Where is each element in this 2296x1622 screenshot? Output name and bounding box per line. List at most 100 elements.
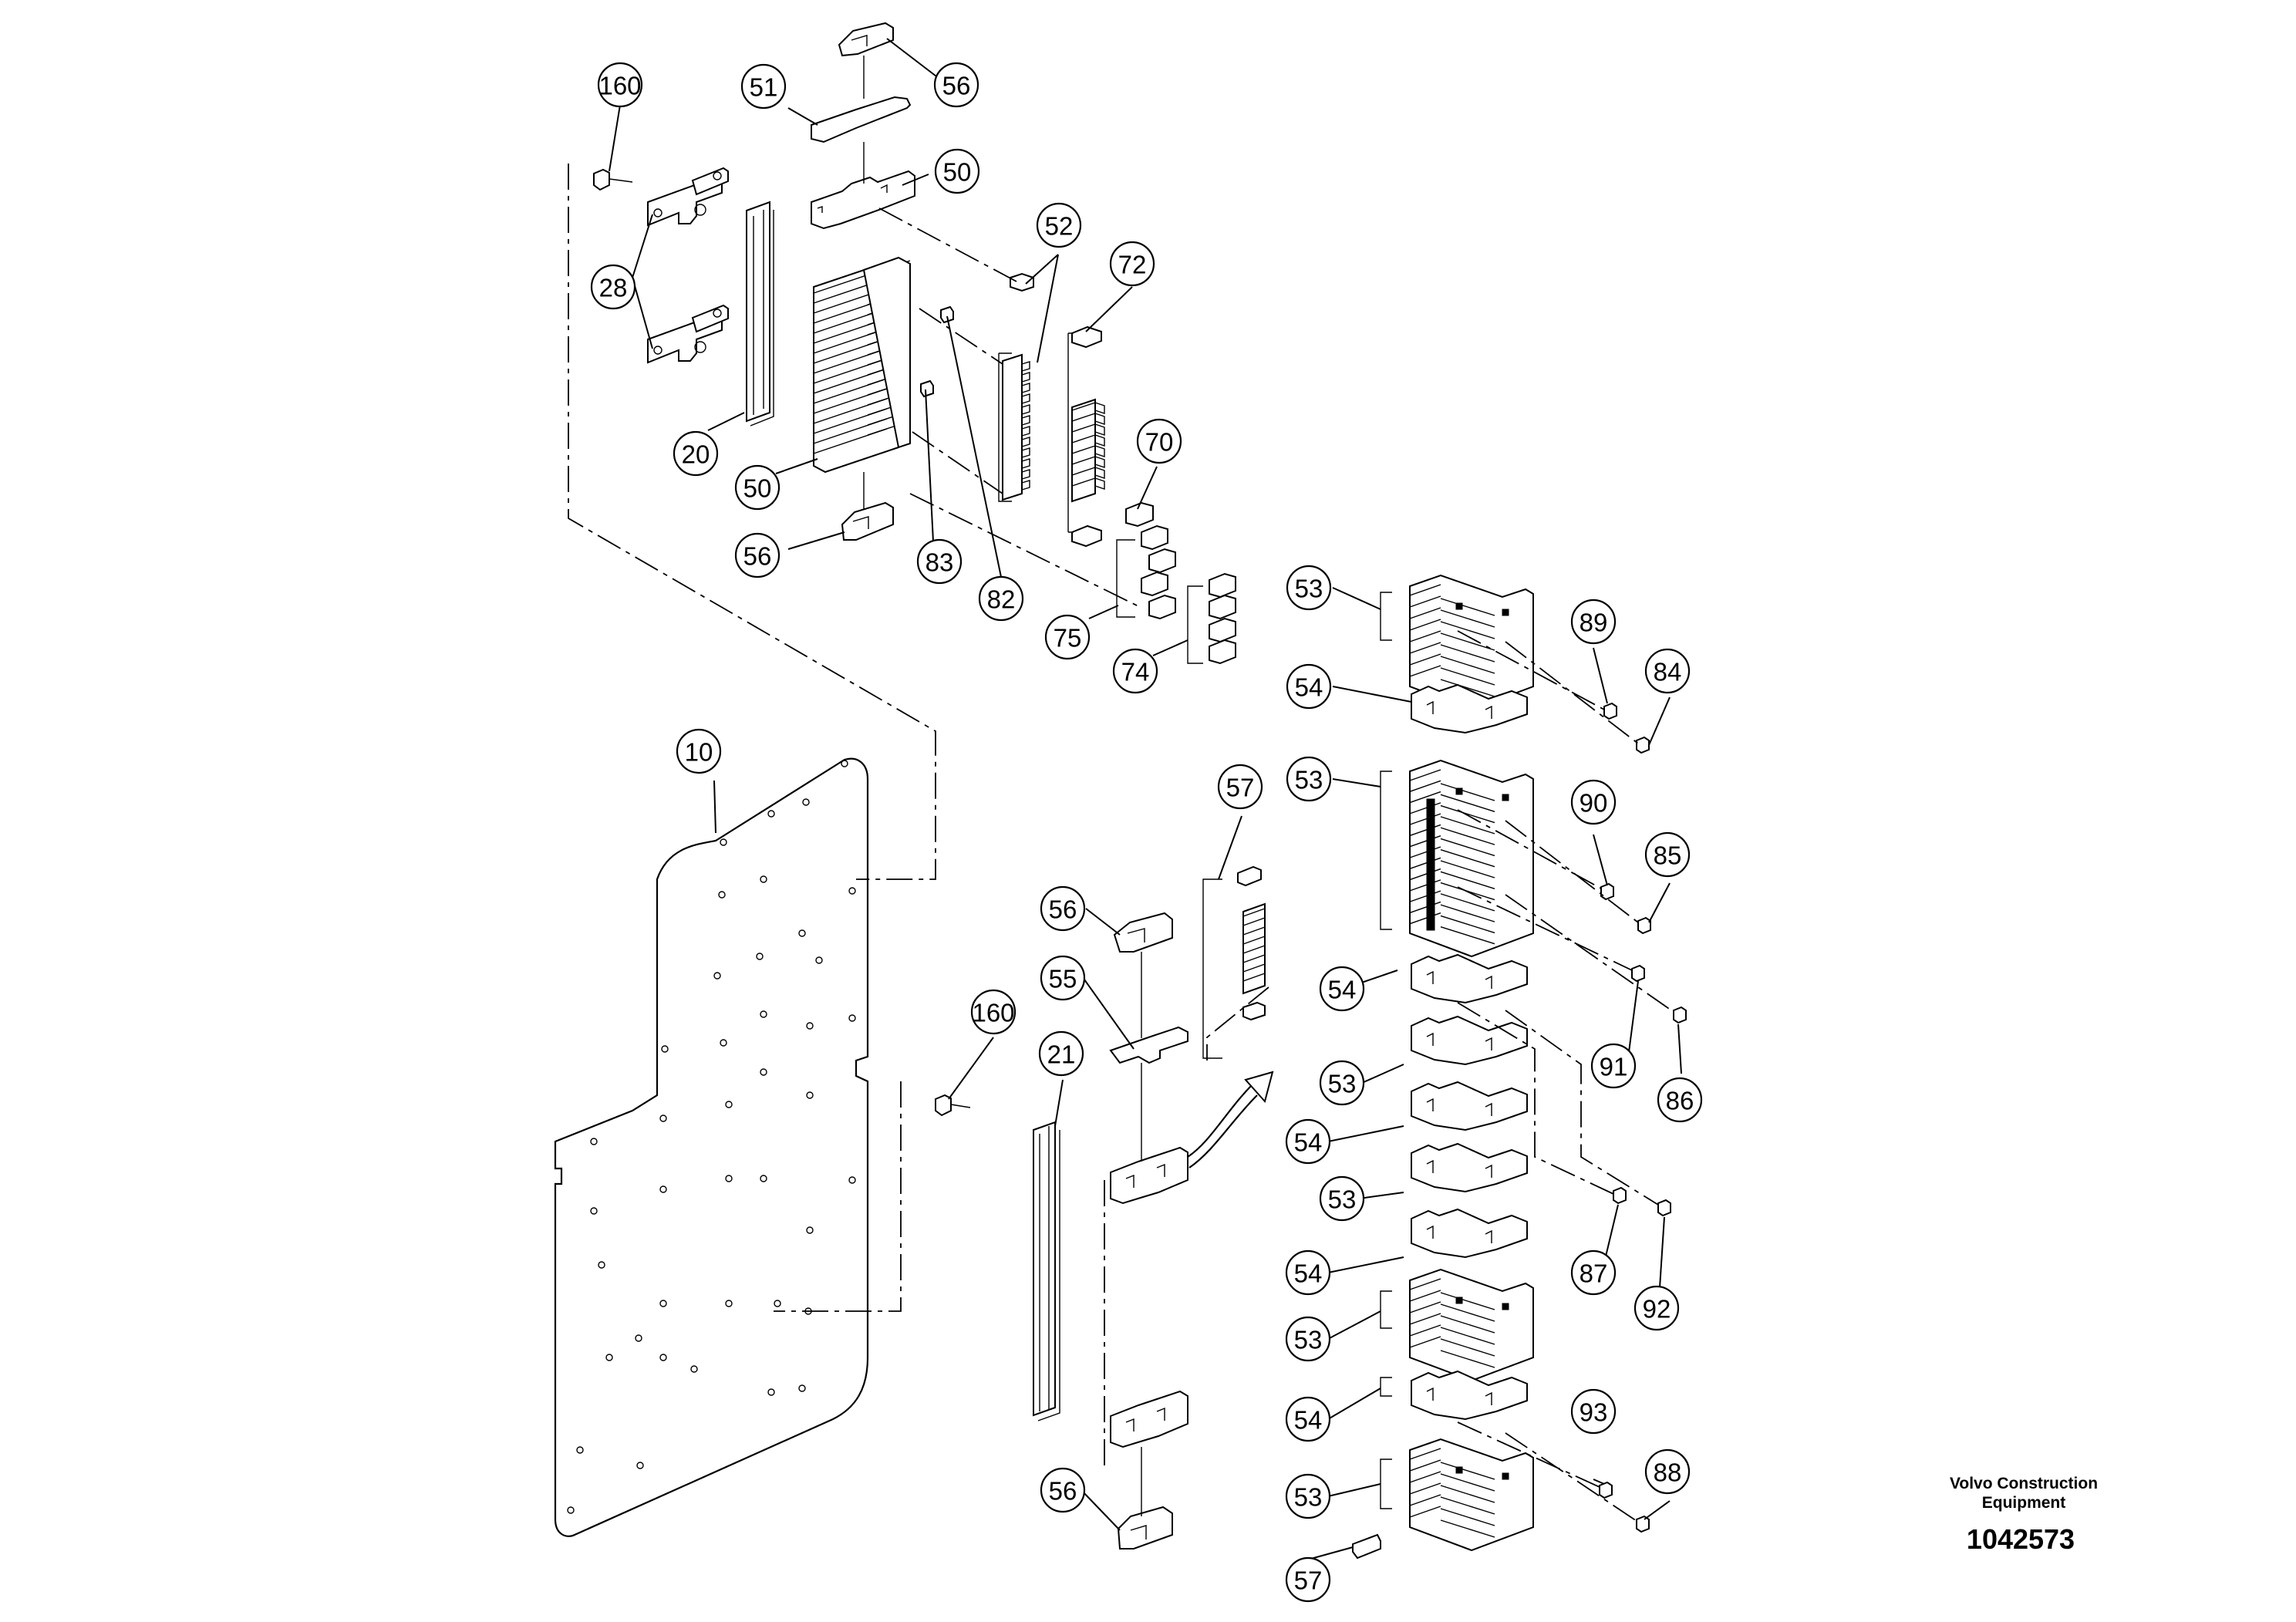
callout-label: 56: [1049, 895, 1077, 924]
callout-balloon: 87: [1570, 1249, 1617, 1296]
cover-51: [811, 96, 912, 143]
callout-balloon: 55: [1040, 955, 1086, 1001]
callout-label: 53: [1328, 1070, 1357, 1098]
callout-balloon: 89: [1570, 599, 1617, 645]
mounting-plate: [554, 757, 869, 1537]
callout-label: 54: [1295, 673, 1323, 702]
callout-balloon: 160: [597, 62, 643, 108]
callout-balloon: 72: [1109, 241, 1155, 287]
callout-label: 53: [1295, 766, 1323, 794]
callout-balloon: 86: [1657, 1077, 1703, 1123]
callout-label: 57: [1294, 1566, 1323, 1595]
callout-label: 54: [1294, 1259, 1323, 1288]
callout-label: 72: [1118, 251, 1147, 279]
document-number: 1042573: [1967, 1523, 2075, 1555]
callout-label: 74: [1121, 658, 1150, 686]
callout-label: 86: [1666, 1087, 1694, 1115]
callout-label: 160: [598, 72, 641, 100]
fuse-group-75: [1116, 524, 1176, 620]
end-stop-56-mid: [841, 501, 894, 541]
callout-balloon: 50: [934, 148, 980, 194]
jumper-52-small: [1010, 272, 1034, 292]
bracket-28-lower: [647, 304, 729, 364]
din-rail-20: [746, 201, 774, 427]
assembly-dash-lines: [568, 164, 1269, 1469]
leaders: [609, 38, 1682, 1560]
callout-label: 54: [1294, 1406, 1323, 1435]
callout-label: 56: [1049, 1477, 1077, 1506]
callout-label: 85: [1654, 841, 1682, 870]
callout-label: 56: [743, 542, 772, 571]
callout-label: 52: [1045, 212, 1074, 241]
callout-label: 91: [1600, 1053, 1628, 1081]
callout-balloon: 82: [978, 575, 1024, 622]
bracket-lines-52-72: [998, 332, 1074, 533]
callout-label: 10: [685, 738, 713, 767]
screw-160-lower: [935, 1094, 971, 1117]
callout-label: 160: [972, 999, 1014, 1027]
brand-line-2: Equipment: [1982, 1494, 2066, 1512]
jumper-strip-52: [1002, 353, 1030, 501]
callout-label: 75: [1054, 624, 1082, 653]
callout-balloon: 10: [676, 728, 722, 774]
callout-label: 54: [1294, 1128, 1323, 1157]
bracket-28-upper: [647, 167, 729, 227]
callout-balloon: 57: [1217, 764, 1263, 810]
callout-label: 50: [743, 474, 772, 503]
callout-balloon: 53: [1319, 1060, 1365, 1106]
stack-brackets: [1380, 592, 1392, 1509]
callout-label: 88: [1654, 1458, 1682, 1487]
callout-balloon: 28: [590, 264, 636, 310]
small-clip-83: [920, 379, 934, 398]
callout-balloon: 91: [1590, 1043, 1637, 1089]
callout-label: 90: [1580, 789, 1608, 818]
title-block: Volvo Construction Equipment 1042573: [1950, 1475, 2098, 1555]
callout-balloon: 84: [1644, 648, 1691, 694]
callout-balloon: 54: [1285, 1249, 1331, 1296]
connector-strip-72: [1071, 325, 1105, 548]
callout-balloon: 51: [740, 63, 787, 110]
leader-lines-jumpers: [878, 207, 1142, 609]
callout-balloon: 54: [1285, 1118, 1331, 1165]
callout-balloon: 57: [1285, 1556, 1331, 1603]
callout-label: 53: [1294, 1483, 1323, 1512]
callout-balloon: 90: [1570, 779, 1617, 825]
callout-label: 54: [1328, 976, 1357, 1004]
callout-balloon: 85: [1644, 831, 1691, 878]
callout-label: 56: [942, 72, 971, 100]
callout-label: 87: [1580, 1259, 1608, 1288]
rail-end-unit-upper: [1110, 1146, 1188, 1205]
callout-balloon: 53: [1285, 1473, 1331, 1519]
fuse-group-74: [1187, 572, 1236, 665]
callout-balloon: 70: [1136, 418, 1182, 464]
callout-balloon: 56: [933, 62, 979, 108]
transfer-arrow: [1187, 1071, 1274, 1168]
callout-label: 51: [750, 73, 778, 102]
callout-balloon: 53: [1286, 565, 1332, 611]
callout-balloon: 56: [734, 532, 781, 578]
callout-label: 57: [1226, 774, 1255, 802]
callout-balloon: 54: [1319, 966, 1365, 1012]
din-rail-21: [1033, 1121, 1060, 1421]
callout-label: 89: [1580, 609, 1608, 637]
callout-balloon: 88: [1644, 1448, 1691, 1495]
fuse-70: [1125, 501, 1154, 528]
callout-label: 92: [1643, 1295, 1671, 1324]
callout-balloon: 53: [1319, 1175, 1365, 1222]
callout-balloon: 75: [1044, 614, 1091, 660]
callout-balloon: 56: [1040, 885, 1086, 932]
module-stack-right: [1409, 574, 1534, 1552]
leader-lines-markers: [1457, 630, 1674, 1522]
brand-line-1: Volvo Construction: [1950, 1475, 2098, 1492]
rail-end-unit-lower: [1110, 1390, 1188, 1448]
callout-balloon: 54: [1286, 663, 1332, 710]
end-stop-56-lower-top: [1113, 912, 1173, 953]
callout-label: 83: [925, 548, 954, 577]
callout-balloon: 21: [1038, 1030, 1084, 1077]
callout-balloon: 93: [1570, 1388, 1617, 1435]
end-stop-56-top: [838, 22, 894, 57]
callout-balloon: 54: [1285, 1396, 1331, 1442]
callout-balloon: 160: [970, 989, 1017, 1035]
callout-balloon: 52: [1036, 202, 1082, 248]
